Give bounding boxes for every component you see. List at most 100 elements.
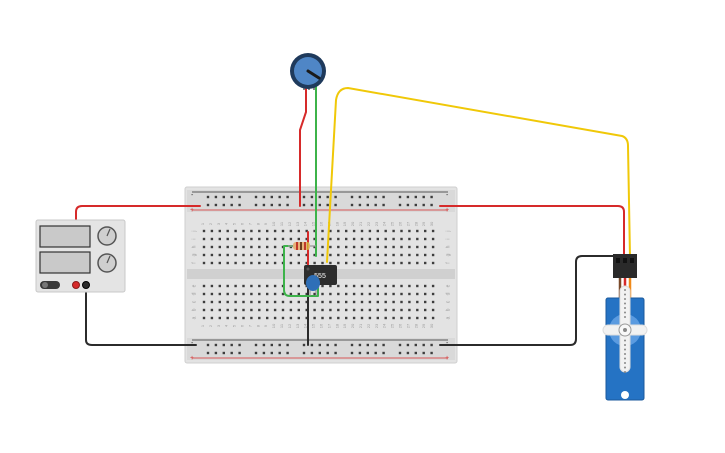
breadboard-hole[interactable] [392, 284, 395, 288]
wire-black-supply-negative[interactable] [85, 284, 197, 346]
breadboard-hole[interactable] [408, 261, 411, 265]
breadboard-hole[interactable] [321, 284, 324, 288]
breadboard-hole[interactable] [398, 343, 402, 347]
breadboard-hole[interactable] [392, 261, 395, 265]
breadboard-hole[interactable] [222, 203, 225, 207]
breadboard-hole[interactable] [416, 253, 419, 257]
breadboard-hole[interactable] [329, 237, 332, 241]
breadboard-hole[interactable] [400, 300, 403, 304]
breadboard-hole[interactable] [376, 261, 379, 265]
breadboard-hole[interactable] [250, 316, 253, 320]
breadboard-hole[interactable] [281, 300, 285, 304]
breadboard-hole[interactable] [416, 245, 419, 249]
breadboard-hole[interactable] [270, 351, 273, 355]
breadboard-hole[interactable] [266, 245, 269, 249]
breadboard-hole[interactable] [226, 261, 229, 265]
breadboard-hole[interactable] [334, 343, 337, 347]
breadboard-hole[interactable] [242, 253, 245, 257]
breadboard-hole[interactable] [366, 351, 369, 355]
breadboard-hole[interactable] [360, 308, 364, 312]
breadboard-hole[interactable] [273, 261, 277, 265]
wire-red-servo-power[interactable] [439, 205, 625, 259]
breadboard-hole[interactable] [262, 203, 266, 207]
breadboard-hole[interactable] [302, 351, 306, 355]
breadboard-hole[interactable] [430, 343, 433, 347]
breadboard-hole[interactable] [262, 343, 266, 347]
breadboard-hole[interactable] [310, 343, 314, 347]
breadboard-hole[interactable] [345, 253, 348, 257]
breadboard-hole[interactable] [278, 351, 281, 355]
breadboard-hole[interactable] [281, 308, 285, 312]
breadboard-hole[interactable] [416, 308, 419, 312]
breadboard-hole[interactable] [202, 284, 206, 288]
breadboard-hole[interactable] [230, 203, 233, 207]
breadboard-hole[interactable] [318, 351, 321, 355]
breadboard-hole[interactable] [310, 195, 314, 199]
breadboard-hole[interactable] [384, 229, 387, 233]
breadboard-hole[interactable] [360, 300, 364, 304]
breadboard-hole[interactable] [289, 284, 293, 288]
breadboard-hole[interactable] [406, 195, 410, 199]
breadboard-hole[interactable] [250, 284, 253, 288]
breadboard-hole[interactable] [398, 195, 402, 199]
breadboard-hole[interactable] [321, 253, 324, 257]
breadboard-hole[interactable] [329, 253, 332, 257]
breadboard-hole[interactable] [376, 300, 379, 304]
breadboard-hole[interactable] [329, 300, 332, 304]
breadboard-hole[interactable] [416, 300, 419, 304]
breadboard-hole[interactable] [234, 261, 237, 265]
breadboard-hole[interactable] [321, 229, 324, 233]
breadboard-hole[interactable] [242, 292, 245, 296]
breadboard-hole[interactable] [424, 245, 427, 249]
breadboard-hole[interactable] [422, 195, 425, 199]
breadboard-hole[interactable] [297, 300, 300, 304]
breadboard-hole[interactable] [345, 316, 348, 320]
breadboard-hole[interactable] [416, 292, 419, 296]
breadboard-hole[interactable] [392, 308, 395, 312]
breadboard-hole[interactable] [250, 292, 253, 296]
breadboard-hole[interactable] [384, 316, 387, 320]
breadboard-hole[interactable] [321, 308, 324, 312]
breadboard-hole[interactable] [238, 351, 241, 355]
breadboard-hole[interactable] [329, 229, 332, 233]
breadboard-hole[interactable] [310, 351, 314, 355]
wire-yellow-servo-signal[interactable] [326, 87, 631, 263]
breadboard-hole[interactable] [329, 261, 332, 265]
breadboard-hole[interactable] [345, 308, 348, 312]
breadboard-hole[interactable] [345, 261, 348, 265]
breadboard-hole[interactable] [366, 203, 369, 207]
breadboard-hole[interactable] [400, 237, 403, 241]
breadboard-hole[interactable] [305, 308, 308, 312]
breadboard-hole[interactable] [234, 292, 237, 296]
breadboard-hole[interactable] [242, 237, 245, 241]
breadboard-hole[interactable] [366, 343, 369, 347]
breadboard-hole[interactable] [305, 316, 308, 320]
breadboard-hole[interactable] [210, 229, 214, 233]
breadboard-hole[interactable] [238, 203, 241, 207]
breadboard-hole[interactable] [297, 261, 300, 265]
breadboard-hole[interactable] [376, 229, 379, 233]
breadboard-hole[interactable] [431, 261, 435, 265]
breadboard-hole[interactable] [210, 237, 214, 241]
potentiometer[interactable] [290, 53, 326, 90]
breadboard-hole[interactable] [376, 292, 379, 296]
positive-terminal[interactable] [72, 281, 80, 289]
breadboard-hole[interactable] [310, 203, 314, 207]
breadboard-hole[interactable] [382, 351, 385, 355]
breadboard-hole[interactable] [374, 351, 377, 355]
breadboard-hole[interactable] [206, 351, 210, 355]
breadboard-hole[interactable] [416, 237, 419, 241]
breadboard-hole[interactable] [218, 308, 221, 312]
breadboard-hole[interactable] [416, 229, 419, 233]
breadboard-hole[interactable] [218, 300, 221, 304]
breadboard-hole[interactable] [400, 292, 403, 296]
breadboard-hole[interactable] [202, 308, 206, 312]
breadboard-hole[interactable] [430, 195, 433, 199]
breadboard-hole[interactable] [238, 195, 241, 199]
breadboard-hole[interactable] [374, 343, 377, 347]
breadboard-hole[interactable] [376, 308, 379, 312]
breadboard-hole[interactable] [352, 229, 356, 233]
breadboard-hole[interactable] [270, 203, 273, 207]
breadboard-hole[interactable] [230, 351, 233, 355]
breadboard-hole[interactable] [218, 229, 221, 233]
